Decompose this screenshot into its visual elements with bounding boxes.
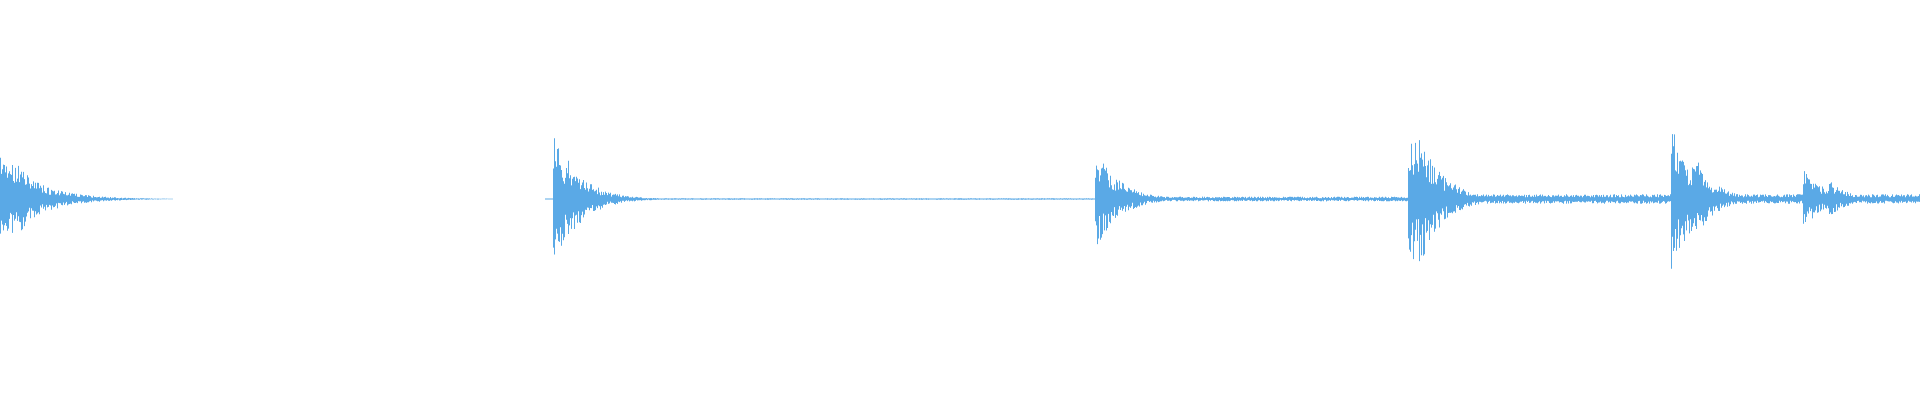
- waveform-bars: [0, 134, 1920, 269]
- waveform-path: [0, 134, 1920, 269]
